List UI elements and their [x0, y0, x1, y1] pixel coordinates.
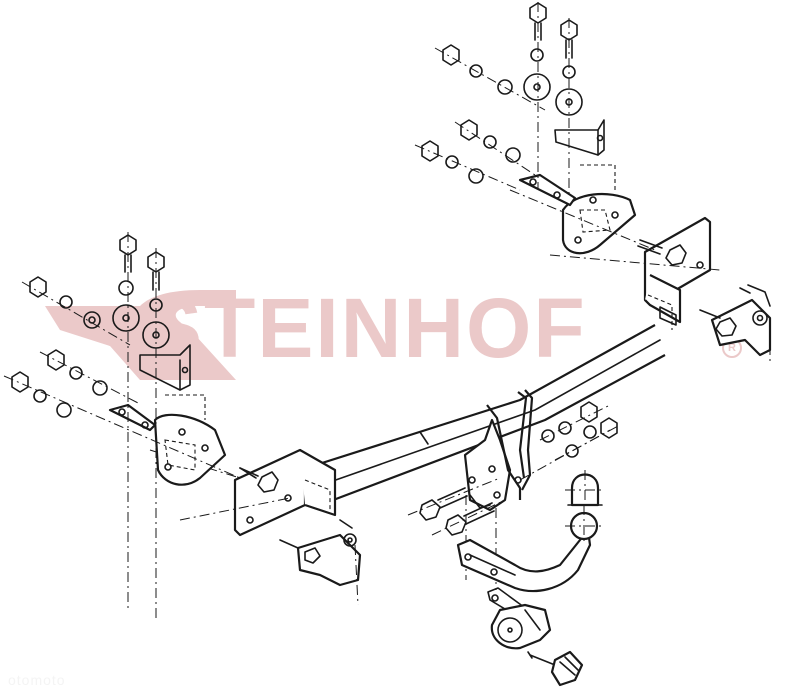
electrical-socket [490, 603, 552, 650]
fastener-set-left [3, 232, 257, 620]
ball-cap [565, 470, 605, 510]
crossbar [299, 324, 666, 507]
center-hanger [463, 389, 534, 512]
left-side-bracket [108, 344, 227, 486]
fastener-set-right [414, 2, 663, 255]
tow-ball-neck [456, 528, 592, 592]
right-mount-plate [643, 216, 712, 330]
watermark: otomoto [8, 672, 66, 688]
right-end-bracket [699, 284, 772, 365]
left-side-bracket-lower [279, 519, 362, 606]
right-side-bracket [509, 119, 721, 271]
tow-ball [565, 505, 605, 545]
plug [527, 650, 584, 687]
fastener-set-center [407, 401, 621, 590]
